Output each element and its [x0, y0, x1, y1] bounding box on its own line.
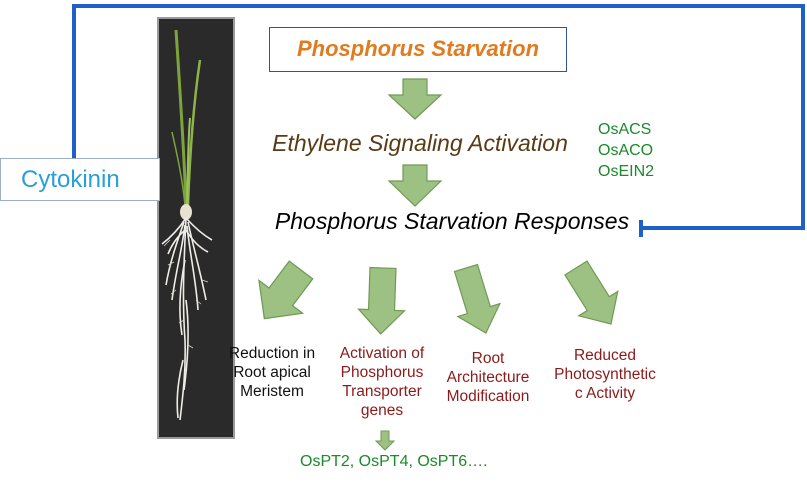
arrow-to-transporter-genes: [374, 430, 396, 451]
feedback-loop-line: [72, 4, 805, 230]
arrow-to-root-architecture: [453, 263, 502, 334]
outcome-line: c Activity: [574, 385, 636, 402]
outcome-line: Transporter: [342, 383, 422, 400]
outcome-line: Reduction in: [228, 345, 316, 362]
outcome-transporter-activation: Activation of Phosphorus Transporter gen…: [322, 344, 442, 420]
rice-seedling-photo: [157, 17, 235, 439]
gene-osaco: OsACO: [598, 142, 654, 159]
ethylene-signaling-label: Ethylene Signaling Activation: [272, 130, 568, 156]
ethylene-gene-list: OsACS OsACO OsEIN2: [598, 119, 654, 182]
outcome-line: Architecture: [446, 369, 530, 386]
arrow-starvation-to-ethylene: [387, 78, 443, 120]
outcome-line: Root: [471, 350, 505, 367]
outcome-line: Root apical: [233, 364, 311, 381]
transporter-gene-list: OsPT2, OsPT4, OsPT6….: [300, 453, 488, 470]
gene-osein2: OsEIN2: [598, 163, 655, 180]
outcome-root-architecture: Root Architecture Modification: [428, 349, 548, 406]
starvation-responses-label: Phosphorus Starvation Responses: [274, 208, 630, 234]
outcome-line: Reduced: [573, 347, 637, 364]
arrow-to-root-meristem: [258, 260, 314, 320]
outcome-line: Phosphorus: [340, 364, 424, 381]
outcome-line: Activation of: [339, 345, 425, 362]
outcome-photosynthetic-activity: Reduced Photosynthetic c Activity: [540, 346, 670, 403]
outcome-line: Photosynthetic: [554, 366, 656, 383]
outcome-line: Meristem: [240, 383, 304, 400]
outcome-line: genes: [360, 402, 404, 419]
arrow-to-transporter-activation: [357, 266, 406, 335]
arrow-ethylene-to-responses: [387, 164, 443, 207]
outcome-root-meristem: Reduction in Root apical Meristem: [212, 344, 332, 401]
gene-osacs: OsACS: [598, 121, 652, 138]
phosphorus-starvation-box: Phosphorus Starvation: [269, 27, 567, 72]
arrow-to-photosynthetic-activity: [564, 260, 619, 325]
outcome-line: Modification: [446, 388, 530, 405]
cytokinin-box: Cytokinin: [0, 158, 160, 201]
